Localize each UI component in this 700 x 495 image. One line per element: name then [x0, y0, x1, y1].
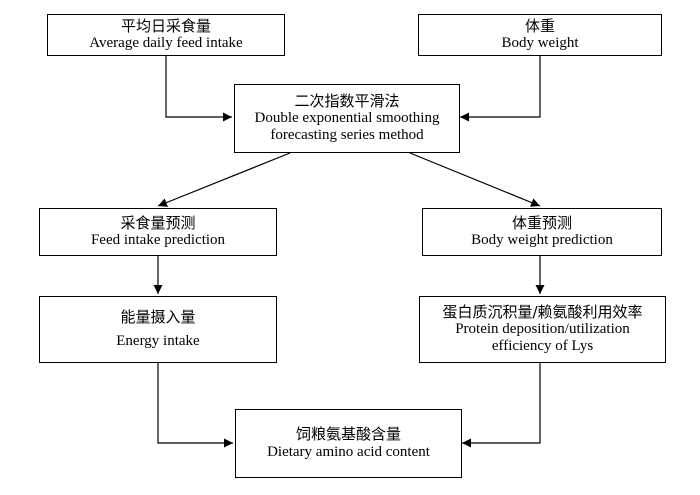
node-body-weight: 体重 Body weight: [418, 14, 662, 56]
node-label-en: Body weight prediction: [471, 232, 613, 248]
edge-method-to-feed-pred: [157, 152, 291, 207]
node-label-en: Dietary amino acid content: [267, 443, 430, 460]
node-protein-deposition: 蛋白质沉积量/赖氨酸利用效率 Protein deposition/utiliz…: [419, 296, 666, 363]
node-body-weight-prediction: 体重预测 Body weight prediction: [422, 208, 662, 256]
node-dietary-amino-acid-content: 饲粮氨基酸含量 Dietary amino acid content: [235, 409, 462, 478]
node-label-zh: 饲粮氨基酸含量: [295, 425, 401, 444]
node-label-en: Body weight: [501, 35, 579, 51]
node-label-en: Double exponential smoothing: [254, 109, 440, 126]
edge-method-to-weight-pred: [409, 152, 541, 207]
node-label-zh: 采食量预测: [120, 213, 196, 232]
node-label-en: Feed intake prediction: [90, 232, 226, 248]
node-label-zh: 二次指数平滑法: [294, 91, 400, 110]
edge-feed-to-method: [165, 56, 232, 122]
node-label-en-line2: forecasting series method: [270, 127, 424, 144]
node-energy-intake: 能量摄入量 Energy intake: [39, 296, 277, 363]
node-label-zh: 体重预测: [511, 213, 572, 232]
node-label-en: Protein deposition/utilization: [455, 320, 630, 337]
node-label-en-line2: efficiency of Lys: [491, 338, 594, 355]
node-label-zh: 能量摄入量: [120, 308, 196, 327]
node-label-en: Energy intake: [116, 332, 200, 349]
node-smoothing-method: 二次指数平滑法 Double exponential smoothing for…: [234, 84, 460, 153]
edge-protein-to-amino: [462, 363, 541, 448]
edge-weight-to-method: [460, 56, 541, 122]
node-label-zh: 蛋白质沉积量/赖氨酸利用效率: [442, 302, 643, 321]
node-label-en: Average daily feed intake: [89, 35, 243, 51]
node-label-zh: 体重: [524, 16, 555, 35]
node-average-daily-feed-intake: 平均日采食量 Average daily feed intake: [47, 14, 285, 56]
node-label-zh: 平均日采食量: [120, 16, 211, 35]
edge-energy-to-amino: [157, 363, 233, 448]
node-feed-intake-prediction: 采食量预测 Feed intake prediction: [39, 208, 277, 256]
